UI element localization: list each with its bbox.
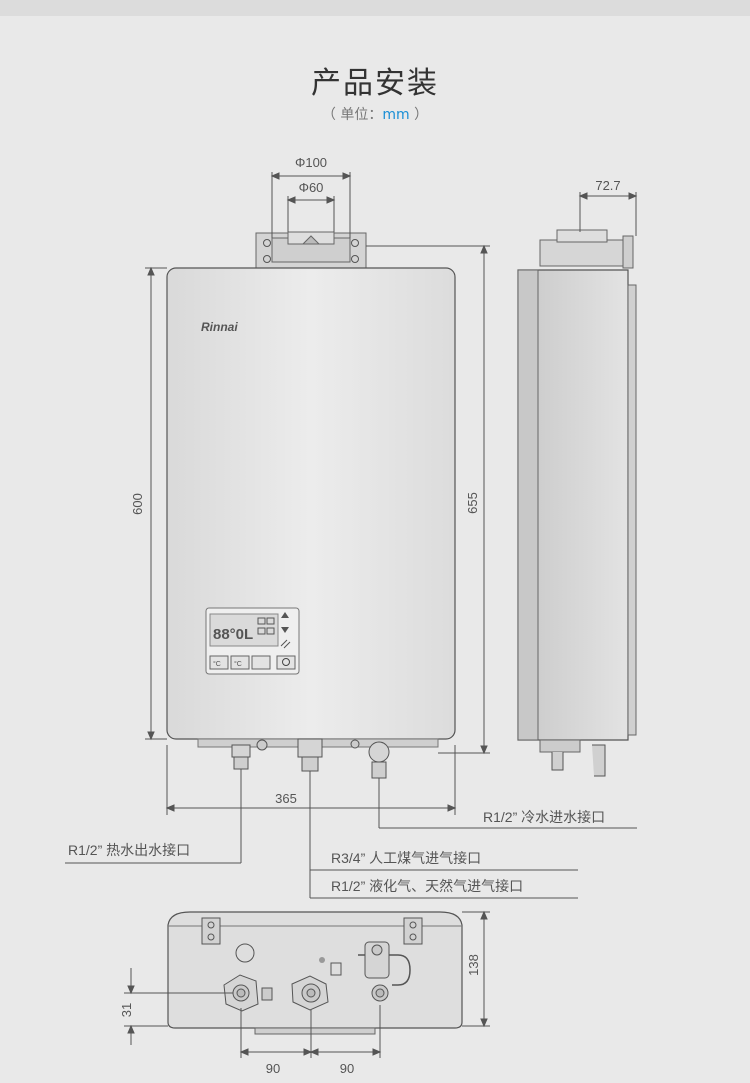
cold-water-inlet-label: R1/2” 冷水进水接口 xyxy=(483,809,605,825)
hot-water-outlet-label: R1/2” 热水出水接口 xyxy=(68,842,190,858)
gas-lpg-label: R1/2” 液化气、天然气进气接口 xyxy=(331,878,523,894)
dim-655-label: 655 xyxy=(465,492,480,514)
dim-600 xyxy=(145,266,167,741)
dim-365-label: 365 xyxy=(275,791,297,806)
side-front-panel xyxy=(517,269,539,741)
dim-31 xyxy=(124,968,233,1045)
bottom-tab-left xyxy=(201,917,221,945)
bottom-view xyxy=(167,911,463,1035)
bottom-gas-inlet xyxy=(291,975,329,1011)
side-view xyxy=(517,229,637,777)
side-pipe-left xyxy=(551,752,564,771)
lcd-digits: 88°0L xyxy=(213,626,253,643)
dim-90-right-label: 90 xyxy=(340,1061,354,1076)
bottom-cold-inlet xyxy=(358,941,411,1002)
cold-water-inlet xyxy=(368,741,390,779)
faucet-button[interactable] xyxy=(251,655,271,670)
svg-text:°C: °C xyxy=(213,660,221,668)
lcd-lock-icon xyxy=(257,627,266,635)
page-title: 产品安装 xyxy=(311,66,439,101)
control-panel: 88°0L °C °C xyxy=(205,607,300,675)
dim-31-label: 31 xyxy=(119,1003,134,1017)
bottom-tab-right xyxy=(403,917,423,945)
callout-lines xyxy=(65,769,637,899)
drain-plug xyxy=(256,739,268,751)
screw xyxy=(350,739,360,749)
hot-water-outlet xyxy=(231,744,251,770)
power-button[interactable] xyxy=(276,655,296,670)
side-pipe-right xyxy=(592,744,606,777)
dim-138-label: 138 xyxy=(466,954,481,976)
front-view: Rinnai 88°0L °C °C xyxy=(166,231,456,779)
bottom-rail-bar xyxy=(254,1027,376,1035)
unit-value: mm xyxy=(382,107,410,123)
bracket-hole xyxy=(263,239,271,247)
dim-90-left-label: 90 xyxy=(266,1061,280,1076)
unit-caption: （ 单位：mm ） xyxy=(0,104,750,124)
top-shadow xyxy=(0,0,750,16)
dim-655 xyxy=(366,244,490,755)
dim-phi60-label: Φ60 xyxy=(299,180,324,195)
dim-90-90 xyxy=(239,1005,382,1058)
bottom-label-plate xyxy=(330,962,342,976)
dim-phi100 xyxy=(270,172,352,238)
brand-logo: Rinnai xyxy=(201,320,238,334)
side-back-plate xyxy=(627,284,637,736)
gas-inlet xyxy=(297,738,323,772)
bottom-screw xyxy=(319,957,325,963)
side-flue-top xyxy=(539,239,625,267)
unit-suffix: ） xyxy=(409,107,429,123)
bracket-hole xyxy=(351,239,359,247)
flue-hook xyxy=(301,235,321,245)
up-arrow-icon[interactable] xyxy=(281,612,289,618)
bracket-hole xyxy=(351,255,359,263)
dim-138 xyxy=(462,910,490,1028)
side-bottom-fitting xyxy=(539,739,581,753)
preset-c2-button[interactable] xyxy=(230,655,250,670)
down-arrow-icon[interactable] xyxy=(281,627,289,633)
svg-text:°C: °C xyxy=(234,660,242,668)
bottom-hot-outlet xyxy=(223,974,273,1012)
bottom-vent-hole xyxy=(235,943,255,963)
side-bracket xyxy=(622,235,634,269)
dim-72-7 xyxy=(578,192,638,236)
dim-72-7-label: 72.7 xyxy=(595,178,620,193)
dim-phi60 xyxy=(286,196,336,232)
gas-manmade-label: R3/4” 人工煤气进气接口 xyxy=(331,850,481,866)
preset-c1-button[interactable] xyxy=(209,655,229,670)
lcd-shower-icon xyxy=(257,617,266,625)
lcd-flame-icon xyxy=(266,627,275,635)
bracket-hole xyxy=(263,255,271,263)
side-flue-pipe xyxy=(556,229,608,243)
dim-365 xyxy=(165,745,457,815)
unit-prefix: （ 单位： xyxy=(321,107,383,123)
hatch-icon xyxy=(280,639,291,649)
lcd-faucet-icon xyxy=(266,617,275,625)
dim-600-label: 600 xyxy=(130,493,145,515)
dim-phi100-label: Φ100 xyxy=(295,155,327,170)
